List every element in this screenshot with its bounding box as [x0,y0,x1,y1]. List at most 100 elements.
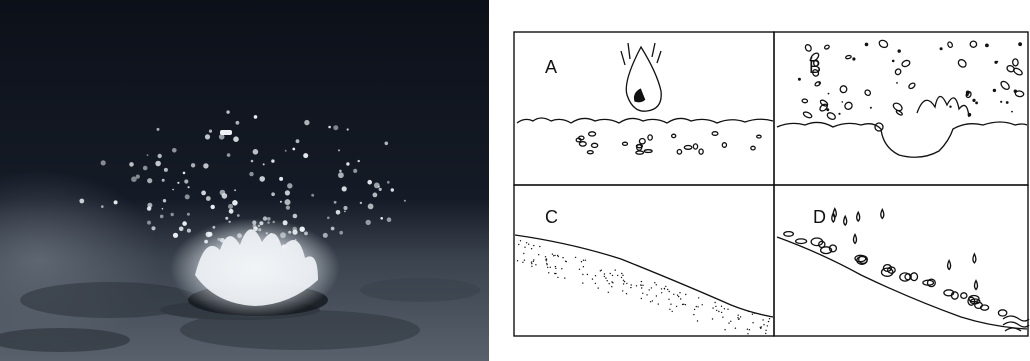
droplet [232,200,238,206]
droplet [358,160,360,162]
droplet [380,217,383,220]
droplet [263,163,265,165]
stipple-dot [615,269,616,270]
droplet [204,240,208,244]
stipple-dot [582,274,583,275]
stipple-dot [656,284,657,285]
droplet [373,193,378,198]
droplet [209,130,212,133]
droplet [163,199,166,202]
stipple-dot [526,242,527,243]
stipple-dot [558,256,559,257]
droplet [237,233,242,238]
droplet [266,232,268,234]
droplet [179,227,184,232]
droplet [347,128,349,130]
droplet [136,175,140,179]
droplet [404,200,406,202]
stipple-dot [550,267,551,268]
stipple-dot [762,319,763,320]
droplet [220,130,232,135]
droplet [228,221,230,223]
stipple-dot [531,263,532,264]
droplet [270,233,272,235]
splash-particle [838,113,840,115]
stipple-dot [727,309,728,310]
droplet [160,215,164,219]
stipple-dot [623,280,624,281]
stipple-dot [622,290,623,291]
droplet [205,134,210,139]
stipple-dot [665,286,666,287]
stipple-dot [661,288,662,289]
stipple-dot [582,282,583,283]
stipple-dot [754,313,755,314]
stipple-dot [585,260,586,261]
stipple-dot [592,278,593,279]
stipple-dot [765,333,766,334]
stipple-dot [575,257,576,258]
stipple-dot [737,317,738,318]
splash-particle [898,49,901,52]
droplet [222,193,228,199]
droplet [300,227,305,232]
droplet [251,160,254,163]
stipple-dot [714,302,715,303]
stipple-dot [698,297,699,298]
droplet [374,183,380,189]
splash-particle [798,78,801,81]
droplet [311,194,314,197]
stipple-dot [654,282,655,283]
stipple-dot [553,255,554,256]
droplet [211,205,215,209]
droplet [143,166,148,171]
stipple-dot [608,292,609,293]
droplet [280,201,282,203]
stipple-dot [767,325,768,326]
droplet [229,209,234,214]
droplet [379,188,382,191]
splash-particle [975,102,978,105]
stipple-dot [626,283,627,284]
stipple-dot [656,295,657,296]
droplet [296,139,300,143]
droplet [171,213,174,216]
droplet [286,206,290,210]
stipple-dot [531,266,532,267]
stipple-dot [555,268,556,269]
droplet [360,202,362,204]
stipple-dot [517,260,518,261]
stipple-dot [677,295,678,296]
droplet [338,172,344,178]
splash-particle [865,43,869,47]
droplet [327,217,330,220]
stipple-dot [600,270,601,271]
stipple-dot [640,284,641,285]
stipple-dot [722,317,723,318]
droplet [114,200,118,204]
stipple-dot [518,244,519,245]
droplet [147,154,149,156]
stipple-dot [728,322,729,323]
panel-a-label: A [545,57,557,77]
droplet [342,186,347,191]
droplet [339,170,342,173]
stipple-dot [555,266,556,267]
droplet [258,228,261,231]
stipple-dot [621,277,622,278]
droplet [267,221,270,224]
splash-particle [1018,42,1022,46]
droplet [172,148,177,153]
droplet [282,245,286,249]
stipple-dot [769,318,770,319]
droplet [157,128,160,131]
stipple-dot [664,288,665,289]
stipple-dot [533,261,534,262]
stipple-dot [531,248,532,249]
raindrop-splash-photo [0,0,489,361]
droplet [258,225,260,227]
stipple-dot [641,281,642,282]
splash-particle [828,93,830,95]
stipple-dot [694,309,695,310]
droplet [147,203,152,208]
